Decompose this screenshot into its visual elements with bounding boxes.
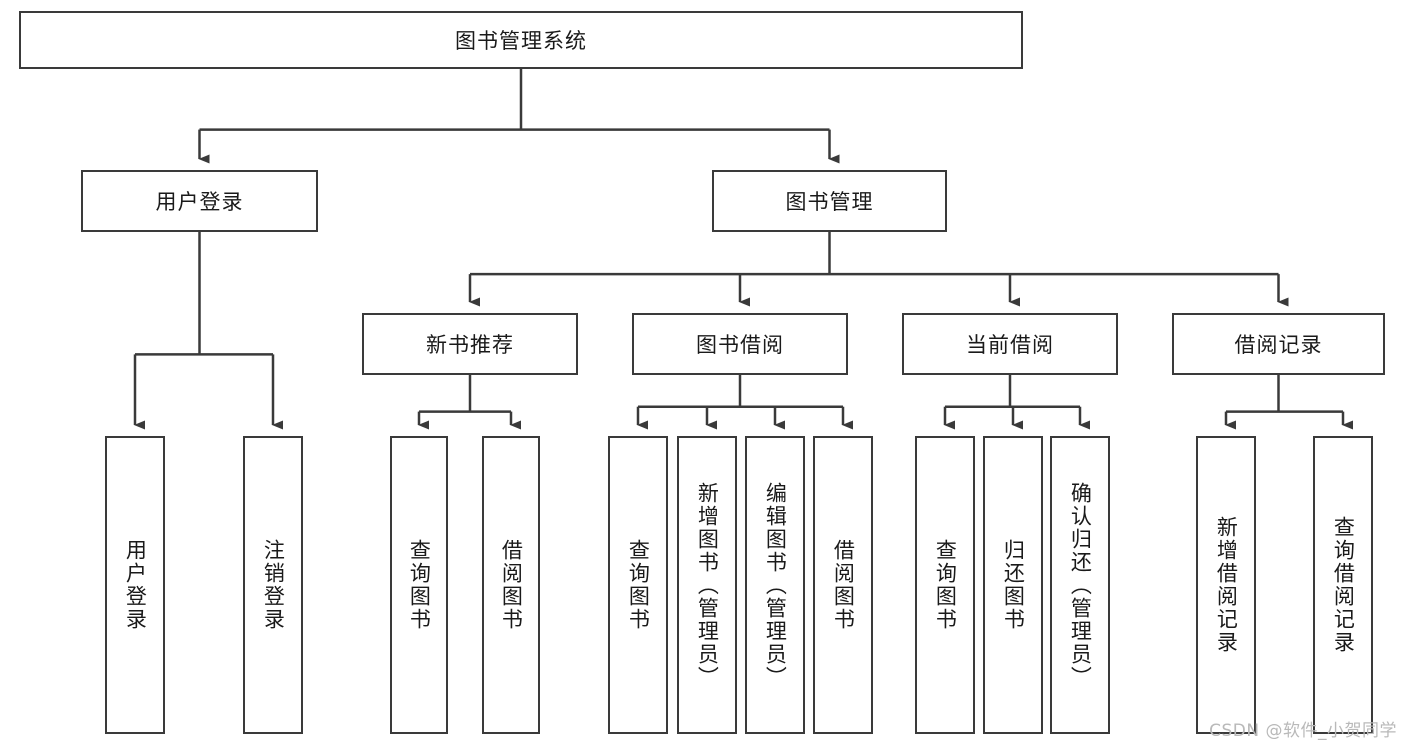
- node-leaf-8[interactable]: 借阅图书: [813, 436, 873, 734]
- node-label: 查询图书: [407, 539, 432, 631]
- node-leaf-4[interactable]: 借阅图书: [482, 436, 540, 734]
- node-leaf-5[interactable]: 查询图书: [608, 436, 668, 734]
- node-label: 确认归还（管理员）: [1068, 481, 1093, 689]
- node-label: 借阅记录: [1234, 333, 1323, 357]
- node-leaf-7[interactable]: 编辑图书（管理员）: [745, 436, 805, 734]
- node-label: 归还图书: [1001, 539, 1026, 631]
- csdn-watermark: CSDN @软件_小贺同学: [1209, 721, 1397, 741]
- node-label: 借阅图书: [499, 539, 524, 631]
- node-leaf-13[interactable]: 查询借阅记录: [1313, 436, 1373, 734]
- node-label: 图书管理: [785, 190, 874, 214]
- node-label: 当前借阅: [966, 333, 1054, 357]
- node-current[interactable]: 当前借阅: [902, 313, 1118, 375]
- node-label: 查询图书: [933, 539, 958, 631]
- node-leaf-9[interactable]: 查询图书: [915, 436, 975, 734]
- node-label: 注销登录: [261, 539, 286, 631]
- node-label: 用户登录: [155, 190, 244, 214]
- node-leaf-6[interactable]: 新增图书（管理员）: [677, 436, 737, 734]
- node-label: 编辑图书（管理员）: [763, 481, 788, 689]
- node-leaf-3[interactable]: 查询图书: [390, 436, 448, 734]
- node-label: 新增借阅记录: [1214, 516, 1239, 654]
- node-leaf-12[interactable]: 新增借阅记录: [1196, 436, 1256, 734]
- node-leaf-1[interactable]: 用户登录: [105, 436, 165, 734]
- node-bookmgmt[interactable]: 图书管理: [712, 170, 947, 232]
- node-borrow[interactable]: 图书借阅: [632, 313, 848, 375]
- node-label: 图书借阅: [696, 333, 784, 357]
- node-newbook[interactable]: 新书推荐: [362, 313, 578, 375]
- node-label: 查询借阅记录: [1331, 516, 1356, 654]
- node-label: 用户登录: [123, 539, 148, 631]
- node-leaf-2[interactable]: 注销登录: [243, 436, 303, 734]
- node-root[interactable]: 图书管理系统: [19, 11, 1023, 69]
- node-label: 图书管理系统: [455, 29, 587, 53]
- node-leaf-11[interactable]: 确认归还（管理员）: [1050, 436, 1110, 734]
- node-label: 新书推荐: [426, 333, 514, 357]
- node-label: 新增图书（管理员）: [695, 481, 720, 689]
- node-label: 借阅图书: [831, 539, 856, 631]
- node-leaf-10[interactable]: 归还图书: [983, 436, 1043, 734]
- node-records[interactable]: 借阅记录: [1172, 313, 1385, 375]
- node-login[interactable]: 用户登录: [81, 170, 318, 232]
- node-label: 查询图书: [626, 539, 651, 631]
